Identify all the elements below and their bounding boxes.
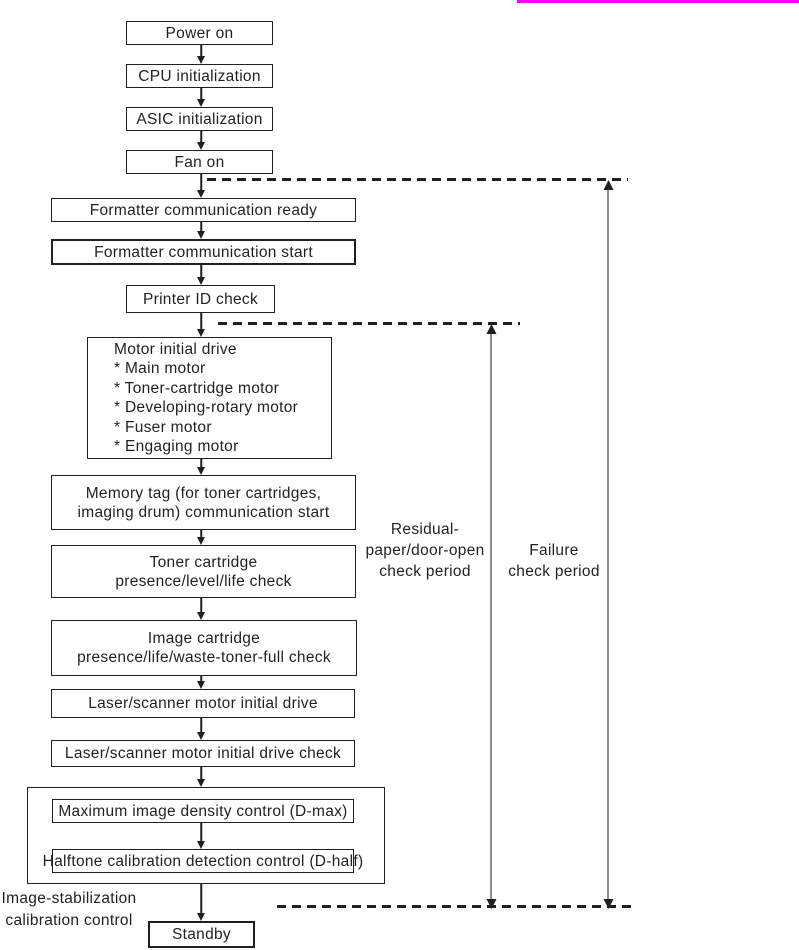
connector-motor-memory-tag [195, 459, 207, 475]
residual-label-line1: Residual- [390, 521, 460, 538]
label-image-stabilization: Image-stabilization calibration control [0, 888, 140, 932]
node-motor-initial-drive: Motor initial drive * Main motor * Toner… [87, 337, 332, 459]
image-cartridge-line1: Image cartridge [147, 630, 261, 647]
residual-label-line3: check period [379, 563, 471, 580]
connector-dmax-dhalf [195, 823, 207, 849]
node-fan-on: Fan on [126, 150, 273, 174]
dashed-line-periods-end [277, 905, 631, 908]
connector-asic-fan [195, 131, 207, 150]
motor-item-fuser: * Fuser motor [114, 418, 212, 436]
node-formatter-communication-ready: Formatter communication ready [51, 198, 356, 222]
node-image-cartridge-check: Image cartridge presence/life/waste-tone… [51, 620, 357, 676]
connector-laser-check-group [195, 767, 207, 787]
arrowhead-up-icon [486, 324, 496, 334]
motor-initial-drive-title: Motor initial drive [114, 340, 237, 358]
connector-memory-toner [195, 530, 207, 545]
failure-label-line1: Failure [529, 542, 579, 559]
node-dmax-control: Maximum image density control (D-max) [52, 799, 354, 823]
node-formatter-communication-start: Formatter communication start [51, 239, 356, 265]
motor-item-engaging: * Engaging motor [114, 438, 239, 455]
arrowhead-down-icon [603, 899, 613, 909]
motor-item-main: * Main motor [114, 360, 206, 377]
node-toner-cartridge-check: Toner cartridge presence/level/life chec… [51, 545, 356, 598]
node-laser-scanner-drive-check: Laser/scanner motor initial drive check [51, 740, 355, 767]
label-failure-check-period: Failure check period [502, 540, 606, 582]
connector-group-standby [195, 884, 207, 921]
image-stabilization-line2: calibration control [5, 912, 133, 929]
motor-item-toner-cartridge: * Toner-cartridge motor [114, 379, 280, 397]
failure-label-line2: check period [508, 563, 600, 580]
connector-formatter-ready-start [195, 222, 207, 239]
node-dhalf-control: Halftone calibration detection control (… [43, 849, 363, 873]
image-cartridge-line2: presence/life/waste-toner-full check [77, 649, 331, 666]
toner-cartridge-line1: Toner cartridge [149, 553, 258, 571]
arrowhead-up-icon [603, 180, 613, 190]
connector-printer-id-motor [195, 313, 207, 337]
residual-check-period-arrow [485, 324, 498, 909]
node-standby: Standby [148, 921, 255, 948]
connector-fan-formatter-ready [195, 174, 207, 198]
connector-laser-laser-check [195, 718, 207, 740]
dashed-line-residual-period-start [218, 322, 520, 325]
failure-check-period-arrow [602, 180, 615, 909]
node-power-on: Power on [126, 21, 273, 45]
node-laser-scanner-drive: Laser/scanner motor initial drive [51, 689, 355, 718]
arrow-stem [607, 190, 609, 899]
highlight-bar [517, 0, 799, 3]
residual-label-line2: paper/door-open [365, 542, 485, 559]
connector-formatter-start-printer-id [195, 265, 207, 285]
toner-cartridge-line2: presence/level/life check [115, 572, 292, 590]
connector-image-cartridge-laser [195, 676, 207, 689]
connector-power-cpu [195, 45, 207, 64]
node-memory-tag-communication: Memory tag (for toner cartridges, imagin… [51, 475, 356, 530]
node-asic-initialization: ASIC initialization [126, 107, 273, 131]
arrowhead-down-icon [486, 899, 496, 909]
connector-toner-image-cartridge [195, 598, 207, 620]
node-cpu-initialization: CPU initialization [126, 64, 273, 88]
node-printer-id-check: Printer ID check [126, 285, 275, 313]
image-stabilization-line1: Image-stabilization [1, 890, 137, 907]
memory-tag-line2: imaging drum) communication start [77, 503, 330, 521]
motor-item-developing-rotary: * Developing-rotary motor [114, 399, 299, 416]
arrow-stem [490, 334, 492, 899]
memory-tag-line1: Memory tag (for toner cartridges, [85, 484, 322, 502]
connector-cpu-asic [195, 88, 207, 107]
label-residual-check-period: Residual- paper/door-open check period [360, 519, 490, 582]
dashed-line-failure-period-start [207, 178, 628, 181]
